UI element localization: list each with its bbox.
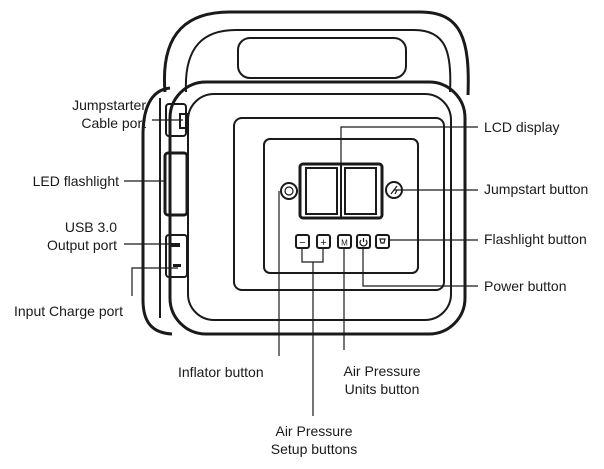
device-body-outer [168, 80, 467, 336]
leader-lines [124, 119, 478, 416]
label-lcd-display: LCD display [484, 119, 560, 135]
front-panel [233, 117, 445, 291]
label-flashlight-button: Flashlight button [484, 231, 587, 247]
flashlight-button[interactable] [375, 234, 390, 249]
label-air-pressure-units-button: Air Pressure Units button [343, 363, 421, 397]
plus-glyph: + [320, 237, 326, 249]
units-glyph: M [341, 239, 348, 248]
label-usb-output-port: USB 3.0 Output port [46, 219, 117, 253]
label-power-button: Power button [484, 278, 567, 294]
led-flashlight [163, 151, 189, 217]
side-panel [141, 86, 173, 336]
inflator-button[interactable] [280, 182, 298, 200]
minus-glyph: − [299, 237, 305, 249]
label-jumpstart-button: Jumpstart button [484, 181, 589, 197]
power-button[interactable] [356, 234, 371, 249]
label-jumpstarter-cable-port: Jumpstarter Cable port [72, 97, 146, 131]
lcd-display [298, 162, 384, 220]
carry-handle [162, 10, 470, 96]
label-inflator-button: Inflator button [178, 364, 264, 380]
label-air-pressure-setup-buttons: Air Pressure Setup buttons [270, 423, 358, 457]
label-input-charge-port: Input Charge port [14, 303, 123, 319]
usb-output-port [165, 234, 188, 278]
label-led-flashlight: LED flashlight [32, 173, 119, 189]
